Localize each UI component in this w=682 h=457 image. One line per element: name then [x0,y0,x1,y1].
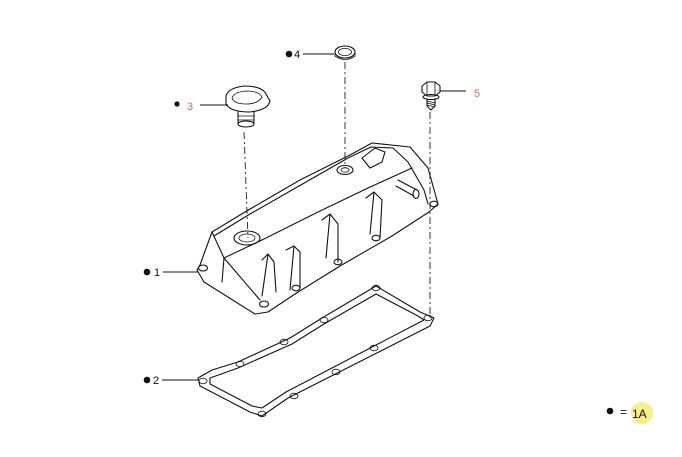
legend-equals: = [620,405,627,419]
callout-dot [285,50,293,58]
oil-cap-part [225,85,271,128]
bolt-part [421,81,441,111]
callout-dot [174,101,180,107]
callout-label: 5 [474,88,480,100]
legend-code: 1A [632,407,647,421]
gasket-part [197,284,435,418]
callout-5[interactable]: 5 [440,88,480,100]
callout-label: 3 [187,101,193,113]
legend: = 1A [606,402,653,424]
callout-label: 2 [153,375,159,387]
legend-highlight [631,402,653,424]
callout-4[interactable]: 4 [285,49,334,61]
callout-label: 4 [294,49,300,61]
callout-3[interactable]: 3 [174,101,228,113]
centerline-oil-cap [243,131,249,239]
callout-2[interactable]: 2 [143,375,198,387]
centerlines [243,62,431,318]
callout-dot [143,376,151,384]
seal-ring-part [334,45,356,60]
cover-part [196,142,439,315]
legend-dot [606,407,614,415]
callout-label: 1 [154,267,160,279]
callout-1[interactable]: 1 [143,267,198,279]
callout-dot [143,268,151,276]
